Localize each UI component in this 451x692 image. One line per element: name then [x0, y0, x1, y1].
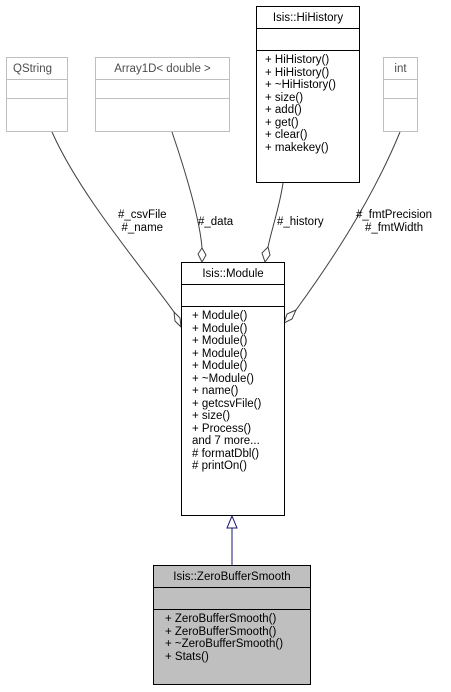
method: + makekey() — [265, 141, 329, 154]
edge-qstring-diamond — [173, 310, 182, 329]
edge-inheritance-arrowhead — [226, 514, 238, 529]
class-qstring-name: QString — [7, 58, 67, 80]
method: + name() — [192, 385, 239, 397]
method: + Module() — [192, 310, 248, 322]
method: + ~Module() — [192, 372, 255, 385]
edge-label-csv: #_csvFile #_name — [118, 209, 167, 234]
method: + Stats() — [165, 650, 209, 663]
method: + ZeroBufferSmooth() — [165, 613, 277, 625]
method: + ~ZeroBufferSmooth() — [165, 638, 284, 650]
class-qstring-attributes — [7, 80, 67, 98]
class-int-attributes — [384, 80, 417, 98]
class-array1d-methods — [96, 98, 229, 117]
edge-hihistory-diamond — [261, 246, 271, 264]
method: + Module() — [192, 322, 248, 335]
method: + HiHistory() — [265, 66, 330, 79]
class-array1d-name: Array1D< double > — [96, 58, 229, 80]
class-array1d[interactable]: Array1D< double > — [95, 57, 230, 132]
edge-qstring-to-module — [51, 131, 175, 313]
method: + Module() — [192, 360, 248, 372]
edge-array1d-to-module — [171, 131, 203, 249]
edge-int-diamond — [283, 309, 297, 324]
method: + Process() — [192, 422, 252, 435]
class-int-methods — [384, 98, 417, 117]
class-zerobuffersmooth-attributes — [154, 588, 310, 609]
class-module-name: Isis::Module — [182, 263, 284, 285]
class-qstring[interactable]: QString — [6, 57, 68, 132]
method: + getcsvFile() — [192, 397, 262, 410]
class-int-name: int — [384, 58, 417, 80]
method: # formatDbl() — [192, 447, 260, 460]
class-module-methods: + Module() + Module() + Module() + Modul… — [182, 306, 284, 476]
class-zerobuffersmooth-name: Isis::ZeroBufferSmooth — [154, 566, 310, 588]
method: + get() — [265, 116, 299, 129]
class-hihistory-name: Isis::HiHistory — [257, 7, 359, 29]
class-int[interactable]: int — [383, 57, 418, 132]
class-zerobuffersmooth-methods: + ZeroBufferSmooth() + ZeroBufferSmooth(… — [154, 609, 310, 666]
class-module[interactable]: Isis::Module + Module() + Module() + Mod… — [181, 262, 285, 516]
method: + ZeroBufferSmooth() — [165, 625, 277, 638]
class-array1d-attributes — [96, 80, 229, 98]
class-qstring-methods — [7, 98, 67, 117]
method: + size() — [192, 410, 231, 422]
method: + add() — [265, 104, 302, 116]
class-module-attributes — [182, 285, 284, 306]
method: + HiHistory() — [265, 54, 330, 66]
method: + clear() — [265, 129, 308, 141]
edge-hihistory-to-module — [267, 182, 284, 248]
class-hihistory-methods: + HiHistory() + HiHistory() + ~HiHistory… — [257, 50, 359, 157]
method: + Module() — [192, 347, 248, 360]
method: + ~HiHistory() — [265, 79, 336, 91]
class-zerobuffersmooth[interactable]: Isis::ZeroBufferSmooth + ZeroBufferSmoot… — [153, 565, 311, 685]
class-hihistory-attributes — [257, 29, 359, 50]
edge-array1d-diamond — [197, 247, 207, 264]
edge-label-history: #_history — [277, 216, 324, 228]
more-methods-link[interactable]: and 7 more... — [192, 435, 260, 447]
edge-label-fmt: #_fmtPrecision #_fmtWidth — [356, 209, 433, 234]
edge-label-data: #_data — [198, 216, 234, 228]
method: + size() — [265, 91, 304, 104]
class-hihistory[interactable]: Isis::HiHistory + HiHistory() + HiHistor… — [256, 6, 360, 183]
method: + Module() — [192, 335, 248, 347]
method: # printOn() — [192, 460, 247, 472]
edge-int-to-module — [295, 131, 401, 311]
